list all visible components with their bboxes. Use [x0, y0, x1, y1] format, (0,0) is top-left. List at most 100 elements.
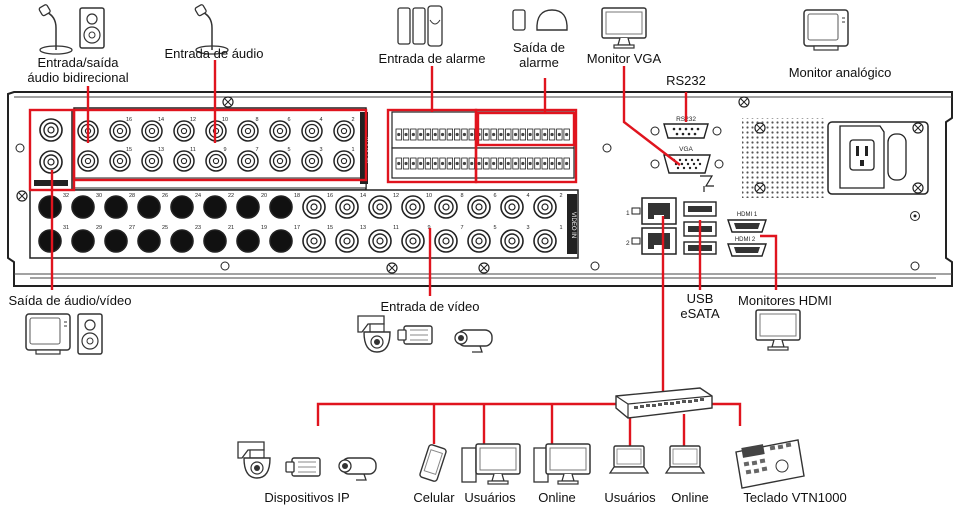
video-port-number: 28 — [129, 193, 135, 199]
video-port-number: 31 — [63, 225, 69, 231]
video-port-number: 17 — [294, 225, 300, 231]
video-bnc-connector — [38, 229, 62, 253]
terminal-screw — [565, 132, 569, 137]
video-camera-icons — [357, 315, 493, 353]
network-switch-icon — [615, 387, 713, 419]
label-audio-in: Entrada de áudio — [164, 46, 264, 61]
video-bnc-connector — [38, 195, 62, 219]
video-port-number: 30 — [96, 193, 102, 199]
video-bnc-connector — [302, 229, 326, 253]
audio-port-number: 4 — [319, 117, 322, 123]
ip-device-icons — [237, 441, 377, 481]
video-port-number: 1 — [559, 225, 562, 231]
terminal-screw — [440, 161, 445, 166]
audio-bnc-connector — [333, 150, 355, 172]
lan2-label: 2 — [626, 240, 630, 247]
audio-bnc-connector — [301, 150, 323, 172]
terminal-screw — [499, 161, 503, 166]
video-port-number: 18 — [294, 193, 300, 199]
video-bnc-connector — [401, 195, 425, 219]
desktop-users-icon — [461, 443, 521, 485]
terminal-screw — [419, 132, 423, 137]
label-online-2: Online — [671, 490, 709, 505]
audio-port-number: 5 — [287, 147, 290, 153]
video-port-number: 2 — [559, 193, 562, 199]
terminal-screw — [455, 161, 459, 166]
video-bnc-connector — [467, 229, 491, 253]
hdmi-monitor-icon — [755, 309, 801, 351]
callout-alarm-out-box — [474, 108, 578, 184]
hdmi2-label: HDMI 2 — [735, 237, 756, 243]
callout-lines — [28, 60, 778, 446]
vga-monitor-icon — [601, 7, 647, 49]
video-bnc-connector — [104, 195, 128, 219]
video-bnc-connector — [236, 229, 260, 253]
box-camera-icon — [285, 457, 321, 477]
label-keyboard: Teclado VTN1000 — [743, 490, 847, 505]
video-bnc-connector — [269, 195, 293, 219]
video-bnc-connector — [203, 195, 227, 219]
bullet-camera-icon — [338, 457, 377, 481]
terminal-screw — [492, 132, 496, 137]
audio-port-number: 9 — [223, 147, 226, 153]
audio-port-number: 15 — [126, 147, 132, 153]
terminal-screw — [513, 132, 518, 137]
audio-bnc-connector — [333, 120, 355, 142]
audio-port-number: 6 — [287, 117, 290, 123]
video-port-number: 23 — [195, 225, 201, 231]
terminal-screw — [462, 161, 467, 166]
terminal-screw — [426, 161, 430, 166]
audio-bnc-connector — [173, 120, 195, 142]
video-bnc-connector — [500, 195, 524, 219]
vga-port-label: VGA — [679, 146, 693, 153]
av-output-icons — [25, 313, 103, 355]
terminal-screw — [484, 161, 488, 166]
video-port-number: 8 — [460, 193, 463, 199]
terminal-screw — [528, 161, 532, 166]
video-port-number: 6 — [493, 193, 496, 199]
audio-bnc-connector — [141, 150, 163, 172]
video-bnc-connector — [368, 195, 392, 219]
video-port-number: 11 — [393, 225, 399, 231]
audio-port-number: 14 — [158, 117, 164, 123]
terminal-screw — [470, 161, 474, 166]
analog-monitor-icon — [803, 9, 849, 51]
label-hdmi-monitors: Monitores HDMI — [738, 293, 832, 308]
video-port-number: 10 — [426, 193, 432, 199]
video-port-number: 13 — [360, 225, 366, 231]
terminal-screw — [411, 132, 415, 137]
lan-ports — [641, 197, 677, 255]
terminal-screw — [499, 132, 503, 137]
audio-port-number: 13 — [158, 147, 164, 153]
label-av-out: Saída de áudio/vídeo — [8, 293, 132, 308]
label-users-2: Usuários — [604, 490, 656, 505]
video-bnc-connector — [71, 195, 95, 219]
terminal-screw — [419, 161, 423, 166]
video-bnc-connector — [302, 195, 326, 219]
audio-bnc-connector — [269, 150, 291, 172]
label-video-in: Entrada de vídeo — [380, 299, 480, 314]
video-bnc-connector — [269, 229, 293, 253]
rs232-port — [650, 123, 722, 139]
terminal-screw — [426, 132, 430, 137]
terminal-screw — [448, 161, 452, 166]
terminal-screw — [448, 132, 452, 137]
label-online-1: Online — [538, 490, 576, 505]
audio-port-number: 16 — [126, 117, 132, 123]
audio-bnc-connector — [109, 120, 131, 142]
video-in-tag: VIDEO IN — [570, 212, 576, 238]
video-bnc-connector — [500, 229, 524, 253]
terminal-screw — [557, 132, 561, 137]
terminal-screw — [513, 161, 518, 166]
hdmi-ports — [727, 219, 767, 257]
laptop-online-icon — [665, 445, 705, 474]
terminal-screw — [470, 132, 474, 137]
audio-bnc-connector — [237, 150, 259, 172]
terminal-screw — [521, 132, 525, 137]
label-alarm-in: Entrada de alarme — [378, 51, 486, 66]
video-port-number: 27 — [129, 225, 135, 231]
video-port-number: 20 — [261, 193, 267, 199]
crt-monitor-icon — [25, 313, 71, 355]
